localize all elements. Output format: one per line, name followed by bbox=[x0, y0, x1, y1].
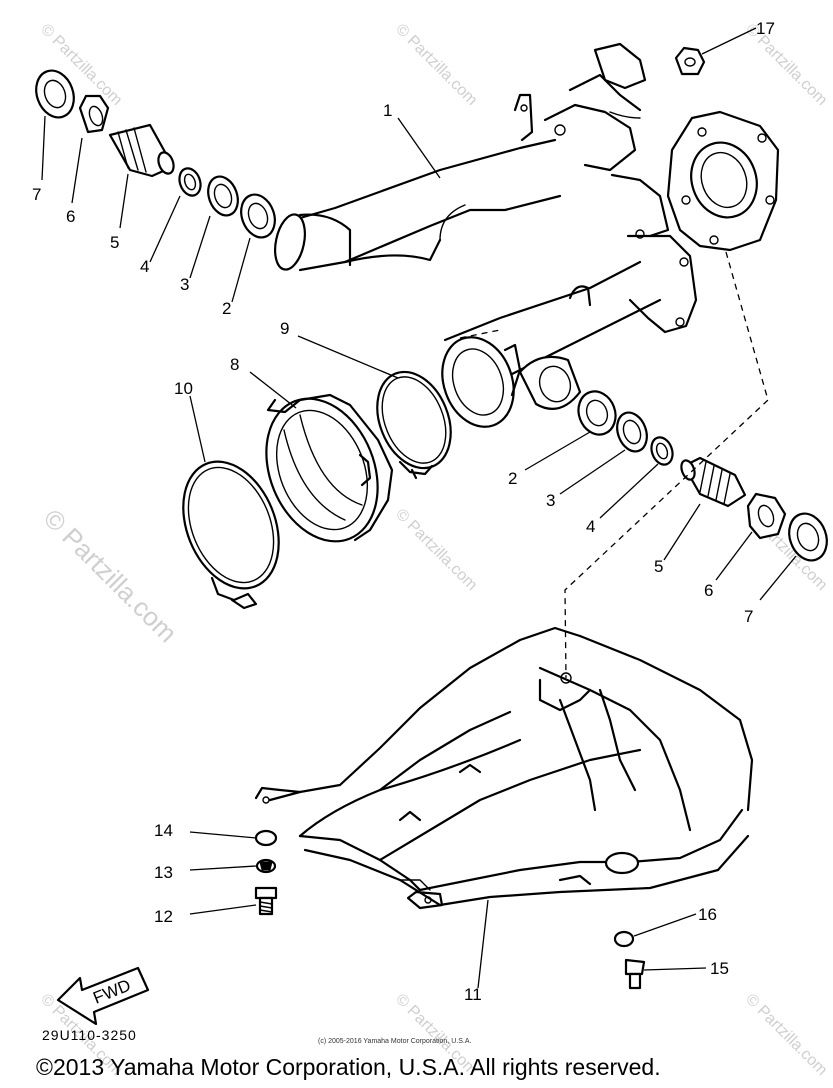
callout-10: 10 bbox=[174, 379, 193, 398]
callout-3-left: 3 bbox=[180, 275, 189, 294]
callout-7-right: 7 bbox=[744, 607, 753, 626]
callout-2-right: 2 bbox=[508, 469, 517, 488]
callout-5-left: 5 bbox=[110, 233, 119, 252]
callout-15: 15 bbox=[710, 959, 729, 978]
right-pivot-hardware bbox=[577, 390, 828, 562]
watermark-bottom-right: © Partzilla.com bbox=[742, 991, 830, 1079]
callout-2-left: 2 bbox=[222, 299, 231, 318]
callout-numbers: 17 1 7 6 5 4 3 2 9 8 10 2 3 4 5 6 7 14 1… bbox=[32, 19, 775, 1004]
callout-4-right: 4 bbox=[586, 517, 595, 536]
fwd-arrow-icon: FWD bbox=[56, 966, 150, 1026]
clamp-part-9 bbox=[376, 370, 452, 480]
callout-13: 13 bbox=[154, 863, 173, 882]
nut-part-17 bbox=[674, 46, 706, 76]
callout-16: 16 bbox=[698, 905, 717, 924]
fasteners bbox=[254, 829, 646, 990]
leader-lines bbox=[41, 27, 797, 989]
callout-5-right: 5 bbox=[654, 557, 663, 576]
callout-1: 1 bbox=[383, 101, 392, 120]
callout-17: 17 bbox=[756, 19, 775, 38]
callout-6-left: 6 bbox=[66, 207, 75, 226]
left-pivot-hardware bbox=[35, 69, 276, 239]
rear-arm-part-1 bbox=[274, 42, 780, 428]
watermark-top-mid: © Partzilla.com bbox=[392, 21, 480, 109]
callout-14: 14 bbox=[154, 821, 173, 840]
callout-7-left: 7 bbox=[32, 185, 41, 204]
callout-9: 9 bbox=[280, 319, 289, 338]
boot-part-8 bbox=[265, 393, 394, 543]
clamp-part-10 bbox=[182, 460, 280, 610]
callout-12: 12 bbox=[154, 907, 173, 926]
callout-8: 8 bbox=[230, 355, 239, 374]
small-copyright: (c) 2005-2016 Yamaha Motor Corporation, … bbox=[318, 1038, 471, 1045]
guard-part-11 bbox=[254, 626, 754, 910]
diagram-code: 29U110-3250 bbox=[42, 1027, 137, 1043]
callout-4-left: 4 bbox=[140, 257, 149, 276]
watermark-left: © Partzilla.com bbox=[38, 503, 183, 648]
callout-3-right: 3 bbox=[546, 491, 555, 510]
callout-11: 11 bbox=[464, 985, 482, 1004]
callout-6-right: 6 bbox=[704, 581, 713, 600]
copyright-notice: ©2013 Yamaha Motor Corporation, U.S.A. A… bbox=[36, 1054, 661, 1080]
watermark-mid-center: © Partzilla.com bbox=[392, 506, 480, 594]
